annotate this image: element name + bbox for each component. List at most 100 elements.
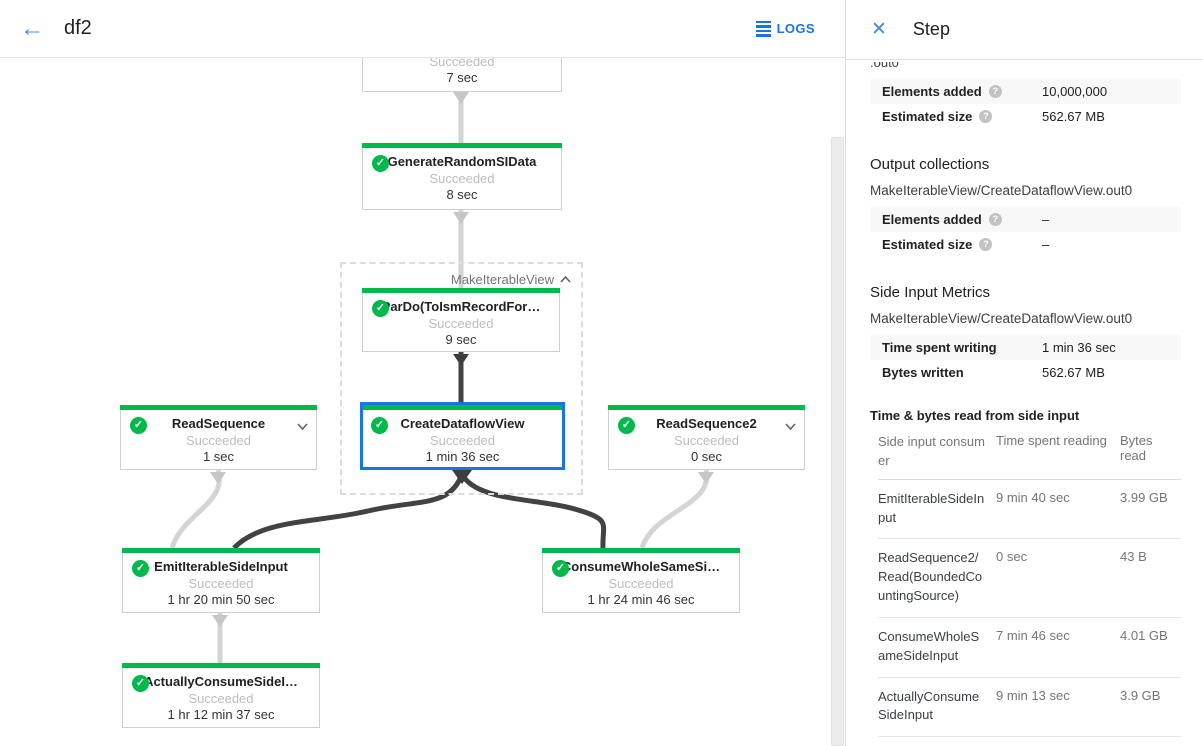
success-check-icon: ✓ — [372, 300, 389, 317]
cell-consumer: ActuallyConsumeSideInput — [878, 688, 980, 723]
cell-bytes: 4.01 GB — [1120, 627, 1168, 643]
metric-row: Estimated size? – — [870, 232, 1181, 257]
success-check-icon: ✓ — [372, 155, 389, 172]
metric-value: 562.67 MB — [1042, 109, 1105, 124]
node-status: Succeeded — [188, 691, 254, 706]
metric-value: 562.67 MB — [1042, 365, 1105, 380]
output-collection-name: MakeIterableView/CreateDataflowView.out0 — [870, 183, 1133, 198]
help-icon[interactable]: ? — [979, 110, 993, 123]
output-collections-heading: Output collections — [870, 156, 990, 173]
clipped-collection-name: .out0 — [870, 62, 899, 70]
close-icon[interactable]: ✕ — [871, 19, 887, 40]
chevron-up-icon[interactable] — [560, 276, 571, 283]
pipeline-graph-canvas[interactable]: MakeIterableView Succeeded 7 sec ✓ Gener… — [0, 58, 845, 746]
chevron-down-icon[interactable] — [785, 417, 796, 435]
metric-row: Elements added? 10,000,000 — [870, 79, 1181, 104]
node-duration: 1 hr 24 min 46 sec — [587, 592, 695, 607]
metric-label: Estimated size — [882, 237, 973, 252]
metric-row: Time spent writing 1 min 36 sec — [870, 335, 1181, 360]
node-status: Succeeded — [608, 576, 674, 591]
node-duration: 7 sec — [446, 70, 478, 85]
table-row: ReadSequence/Read(BoundedCountingSource)… — [878, 737, 1181, 746]
metric-value: – — [1042, 237, 1050, 252]
group-label: MakeIterableView — [450, 272, 554, 287]
status-bar — [363, 405, 562, 410]
node-title: ActuallyConsumeSideI… — [144, 674, 298, 689]
table-row: ConsumeWholeSameSideInput 7 min 46 sec 4… — [878, 618, 1181, 678]
graph-node-generate-random-si-data[interactable]: ✓ GenerateRandomSIData Succeeded 8 sec — [362, 143, 562, 210]
node-status: Succeeded — [429, 433, 496, 448]
node-duration: 0 sec — [690, 449, 723, 464]
node-title: ReadSequence — [171, 416, 266, 431]
metric-label: Bytes written — [882, 365, 964, 380]
node-title: ReadSequence2 — [656, 416, 757, 431]
metric-value: – — [1042, 212, 1050, 227]
cell-bytes: 43 B — [1120, 549, 1147, 565]
back-arrow-icon[interactable]: ← — [20, 14, 44, 42]
help-icon[interactable]: ? — [979, 238, 993, 251]
col-header-time: Time spent reading — [996, 433, 1107, 448]
col-header-bytes: Bytes read — [1120, 433, 1153, 463]
help-icon[interactable]: ? — [988, 213, 1002, 226]
step-details-panel: ✕ Step .out0 Elements added? 10,000,000 … — [845, 0, 1203, 746]
logs-button[interactable]: LOGS — [755, 20, 815, 37]
node-duration: 8 sec — [446, 187, 478, 202]
success-check-icon: ✓ — [132, 675, 149, 692]
node-title: CreateDataflowView — [400, 416, 525, 431]
col-header-consumer: Side input consumer — [878, 434, 985, 468]
side-input-read-table: Side input consumer Time spent reading B… — [878, 425, 1181, 746]
success-check-icon: ✓ — [552, 560, 569, 577]
table-row: EmitIterableSideInput 9 min 40 sec 3.99 … — [878, 480, 1181, 540]
node-status: Succeeded — [185, 433, 252, 448]
status-bar — [122, 548, 320, 553]
node-title: EmitIterableSideInput — [154, 559, 288, 574]
cell-consumer: ReadSequence2/Read(BoundedCountingSource… — [878, 550, 983, 604]
status-bar — [542, 548, 740, 553]
metric-label: Elements added — [882, 84, 982, 99]
panel-content[interactable]: .out0 Elements added? 10,000,000 Estimat… — [846, 60, 1203, 746]
help-icon[interactable]: ? — [988, 85, 1002, 98]
node-status: Succeeded — [188, 576, 254, 591]
panel-header: ✕ Step — [846, 0, 1203, 60]
success-check-icon: ✓ — [130, 417, 147, 434]
table-header-row: Side input consumer Time spent reading B… — [878, 425, 1181, 480]
node-status: Succeeded — [429, 58, 495, 69]
chevron-down-icon[interactable] — [297, 417, 308, 435]
graph-node-read-sequence2[interactable]: ✓ ReadSequence2 Succeeded 0 sec — [608, 405, 805, 470]
cell-consumer: EmitIterableSideInput — [878, 490, 985, 525]
cell-bytes: 3.99 GB — [1120, 489, 1168, 505]
graph-node-create-dataflow-view[interactable]: ✓ CreateDataflowView Succeeded 1 min 36 … — [360, 402, 565, 470]
cell-time: 0 sec — [996, 549, 1028, 565]
success-check-icon: ✓ — [132, 560, 149, 577]
table-row: ActuallyConsumeSideInput 9 min 13 sec 3.… — [878, 678, 1181, 738]
node-duration: 1 hr 20 min 50 sec — [167, 592, 275, 607]
node-duration: 1 min 36 sec — [425, 449, 500, 464]
graph-node-top-partial[interactable]: Succeeded 7 sec — [362, 58, 562, 92]
status-bar — [362, 143, 562, 148]
side-input-metrics-heading: Side Input Metrics — [870, 284, 991, 301]
metric-row: Elements added? – — [870, 207, 1181, 232]
cell-time: 9 min 40 sec — [996, 489, 1070, 505]
node-duration: 9 sec — [445, 332, 477, 347]
graph-vertical-scrollbar[interactable] — [831, 137, 844, 746]
panel-title: Step — [912, 19, 950, 39]
graph-node-read-sequence[interactable]: ✓ ReadSequence Succeeded 1 sec — [120, 405, 317, 470]
node-title: GenerateRandomSIData — [387, 154, 537, 169]
side-input-read-heading: Time & bytes read from side input — [870, 408, 1080, 423]
composite-group-makeiterableview[interactable]: MakeIterableView — [340, 262, 583, 495]
node-duration: 1 hr 12 min 37 sec — [167, 707, 275, 722]
graph-node-consume-whole-same-side-input[interactable]: ✓ ConsumeWholeSameSi… Succeeded 1 hr 24 … — [542, 548, 740, 613]
metric-row: Estimated size? 562.67 MB — [870, 104, 1181, 129]
graph-node-pardo-toismrecord[interactable]: ✓ ParDo(ToIsmRecordFor… Succeeded 9 sec — [362, 288, 560, 352]
cell-time: 7 min 46 sec — [996, 627, 1070, 643]
side-input-collection-name: MakeIterableView/CreateDataflowView.out0 — [870, 311, 1133, 326]
side-input-metric-rows: Time spent writing 1 min 36 sec Bytes wr… — [870, 335, 1181, 385]
success-check-icon: ✓ — [371, 417, 388, 434]
node-title: ParDo(ToIsmRecordFor… — [381, 299, 541, 314]
node-title: ConsumeWholeSameSi… — [561, 559, 721, 574]
cell-time: 9 min 13 sec — [996, 687, 1070, 703]
metric-label: Time spent writing — [882, 340, 997, 355]
cell-bytes: 3.9 GB — [1120, 687, 1161, 703]
graph-node-actually-consume-side-input[interactable]: ✓ ActuallyConsumeSideI… Succeeded 1 hr 1… — [122, 663, 320, 728]
graph-node-emit-iterable-side-input[interactable]: ✓ EmitIterableSideInput Succeeded 1 hr 2… — [122, 548, 320, 613]
